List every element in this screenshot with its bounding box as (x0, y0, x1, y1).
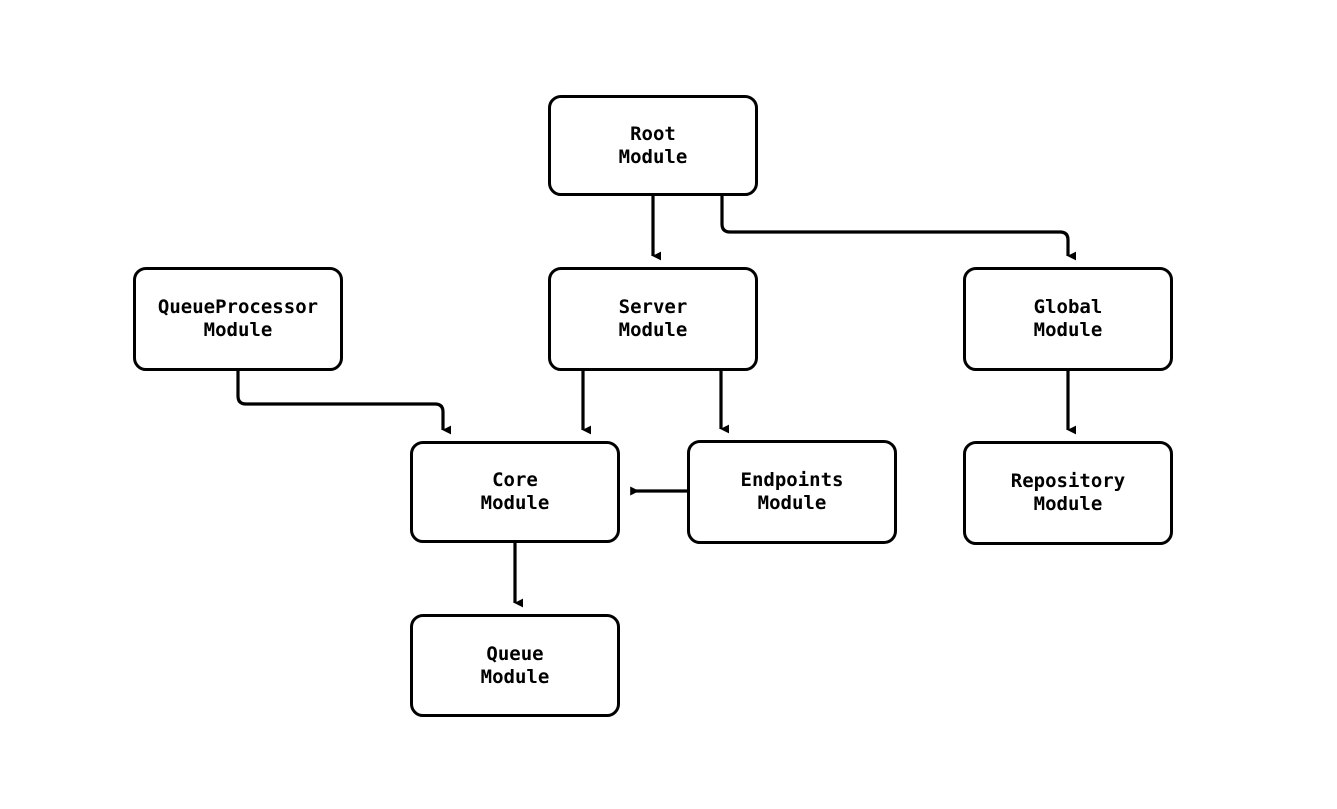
node-global-module[interactable]: Global Module (963, 267, 1173, 371)
node-queueprocessor-module-label: QueueProcessor Module (157, 296, 319, 341)
node-repository-module-label: Repository Module (1010, 470, 1126, 515)
node-queue-module-label: Queue Module (480, 642, 550, 688)
node-server-module-label: Server Module (618, 296, 688, 341)
edge-queueprocessor-to-core (236, 371, 452, 435)
edge-root-to-global (720, 196, 1077, 261)
node-root-module-label: Root Module (618, 122, 688, 168)
node-core-module[interactable]: Core Module (410, 441, 620, 543)
node-repository-module[interactable]: Repository Module (963, 441, 1173, 545)
node-core-module-label: Core Module (480, 469, 550, 514)
node-queue-module[interactable]: Queue Module (410, 614, 620, 717)
node-queueprocessor-module[interactable]: QueueProcessor Module (133, 267, 343, 371)
node-root-module[interactable]: Root Module (548, 95, 758, 196)
node-server-module[interactable]: Server Module (548, 267, 758, 371)
node-endpoints-module-label: Endpoints Module (740, 469, 844, 514)
node-endpoints-module[interactable]: Endpoints Module (687, 440, 897, 544)
node-global-module-label: Global Module (1033, 296, 1103, 341)
